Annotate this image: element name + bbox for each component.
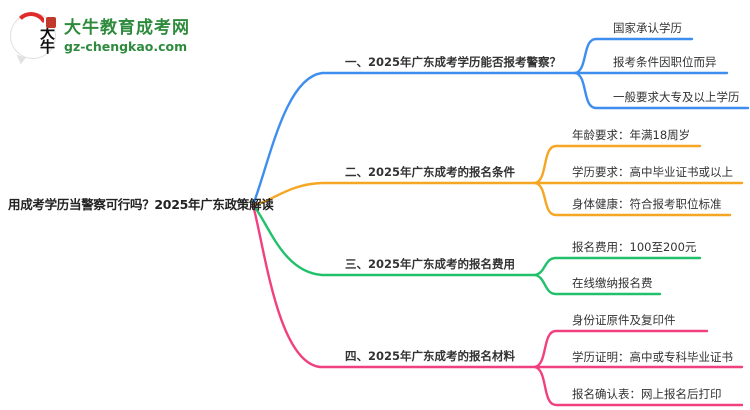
site-logo: 大牛 大牛教育成考网 gz-chengkao.com <box>10 12 190 66</box>
branch-3-child-1: 在线缴纳报名费 <box>572 276 653 290</box>
branch-3-curve <box>251 203 537 277</box>
branch-2-child-0-line <box>533 144 702 185</box>
branch-1-curve <box>251 71 577 207</box>
branch-3-child-1-line <box>533 273 662 296</box>
branch-4-child-1: 学历证明：高中或专科毕业证书 <box>572 350 733 364</box>
branch-2-label: 二、2025年广东成考的报名条件 <box>345 165 516 179</box>
branch-3-child-0-line <box>533 256 702 277</box>
branch-2-child-1: 学历要求：高中毕业证书或以上 <box>572 165 733 179</box>
branch-2-curve <box>251 181 537 207</box>
branch-1-child-2-line <box>573 71 750 110</box>
branch-1-child-2: 一般要求大专及以上学历 <box>613 90 740 104</box>
site-name: 大牛教育成考网 <box>64 17 190 38</box>
branch-4-child-2-line <box>533 365 744 407</box>
branch-1-child-1: 报考条件因职位而异 <box>613 55 717 69</box>
branch-1-child-0: 国家承认学历 <box>613 21 682 35</box>
branch-1-label: 一、2025年广东成考学历能否报考警察？ <box>345 55 562 69</box>
branch-4-label: 四、2025年广东成考的报名材料 <box>345 349 516 363</box>
branch-4-curve <box>251 203 537 369</box>
branch-2-child-0: 年龄要求：年满18周岁 <box>572 128 691 142</box>
branch-4-child-0-line <box>533 329 709 369</box>
branch-4-child-0: 身份证原件及复印件 <box>572 313 676 327</box>
branch-1-child-0-line <box>573 37 694 75</box>
branch-4-child-2: 报名确认表：网上报名后打印 <box>572 387 722 401</box>
site-domain: gz-chengkao.com <box>64 38 188 54</box>
logo-calligraphy-text: 大牛 <box>38 25 56 53</box>
logo-text-block: 大牛教育成考网 gz-chengkao.com <box>64 18 190 55</box>
branch-3-label: 三、2025年广东成考的报名费用 <box>345 257 516 271</box>
branch-3-child-0: 报名费用：100至200元 <box>572 240 697 254</box>
logo-red-seal-icon <box>46 17 56 28</box>
branch-2-child-2: 身体健康：符合报考职位标准 <box>572 197 722 211</box>
logo-red-arc-icon <box>14 12 48 29</box>
root-topic: 用成考学历当警察可行吗？2025年广东政策解读 <box>8 197 274 212</box>
daniu-bull-logo-icon: 大牛 <box>10 12 56 66</box>
branch-2-child-2-line <box>533 181 732 217</box>
